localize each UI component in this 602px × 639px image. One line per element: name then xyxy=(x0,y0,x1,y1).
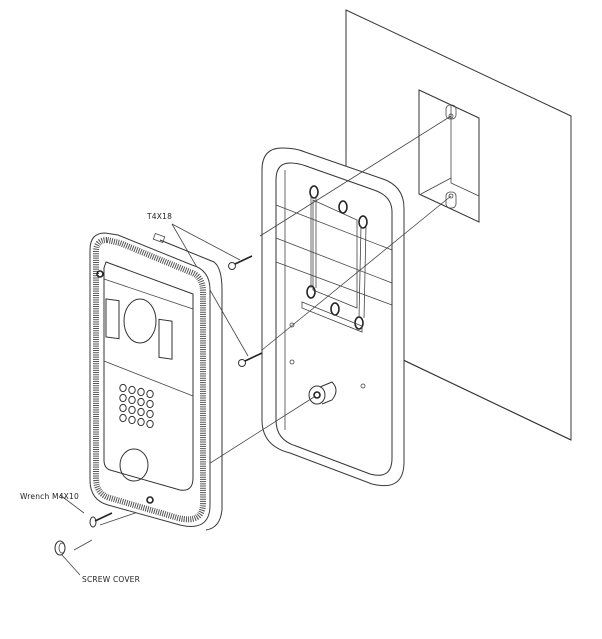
call-button xyxy=(119,448,149,482)
keypad-key xyxy=(128,395,136,405)
leader-line-screw-cover xyxy=(61,554,81,576)
leader-line-wrench xyxy=(59,494,85,514)
keypad-key xyxy=(128,415,136,425)
keypad-key xyxy=(119,393,127,403)
keypad-key xyxy=(119,413,127,423)
junction-box xyxy=(418,89,480,223)
keypad-key xyxy=(137,417,145,427)
leader-line-t4x18-upper xyxy=(171,223,241,261)
keypad xyxy=(119,383,154,429)
keypad-key xyxy=(119,383,127,393)
label-screw-cover: SCREW COVER xyxy=(82,575,140,584)
keypad-key xyxy=(128,385,136,395)
label-t4x18: T4X18 xyxy=(146,212,172,221)
keypad-key xyxy=(146,399,154,409)
keypad-key xyxy=(146,409,154,419)
screw-cover xyxy=(54,540,66,556)
wall-bottom-edge xyxy=(398,357,572,441)
keypad-key xyxy=(119,403,127,413)
front-panel xyxy=(89,232,223,531)
keypad-key xyxy=(137,397,145,407)
keypad-key xyxy=(128,405,136,415)
mounting-screw-lower xyxy=(238,352,263,367)
keypad-key xyxy=(146,419,154,429)
mounting-screw-upper xyxy=(228,255,253,270)
keypad-key xyxy=(146,389,154,399)
keypad-key xyxy=(137,387,145,397)
wrench-screw xyxy=(89,512,113,528)
label-wrench-m4x10: Wrench M4X10 xyxy=(20,492,79,501)
keypad-key xyxy=(137,407,145,417)
back-plate xyxy=(261,147,405,487)
